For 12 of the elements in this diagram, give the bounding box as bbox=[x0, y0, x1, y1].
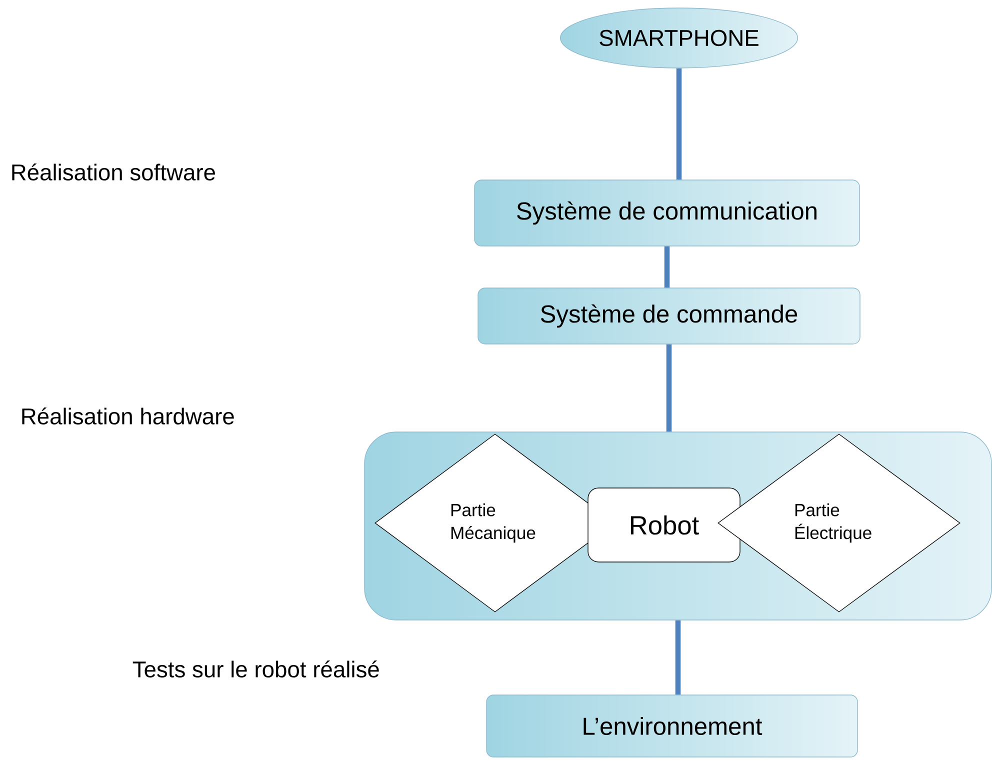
connector-line bbox=[664, 246, 670, 288]
ellipse-node: SMARTPHONE bbox=[560, 8, 798, 68]
process-box: L’environnement bbox=[486, 694, 858, 758]
connector-line bbox=[676, 68, 682, 180]
side-label: Réalisation software bbox=[12, 163, 215, 181]
connector-line bbox=[675, 620, 681, 695]
robot-box: Robot bbox=[588, 488, 740, 562]
side-label: Réalisation hardware bbox=[22, 407, 234, 425]
process-box: Système de commande bbox=[478, 288, 860, 344]
connector-line bbox=[666, 344, 672, 432]
side-label: Tests sur le robot réalisé bbox=[132, 660, 379, 678]
process-box: Système de communication bbox=[474, 180, 860, 246]
